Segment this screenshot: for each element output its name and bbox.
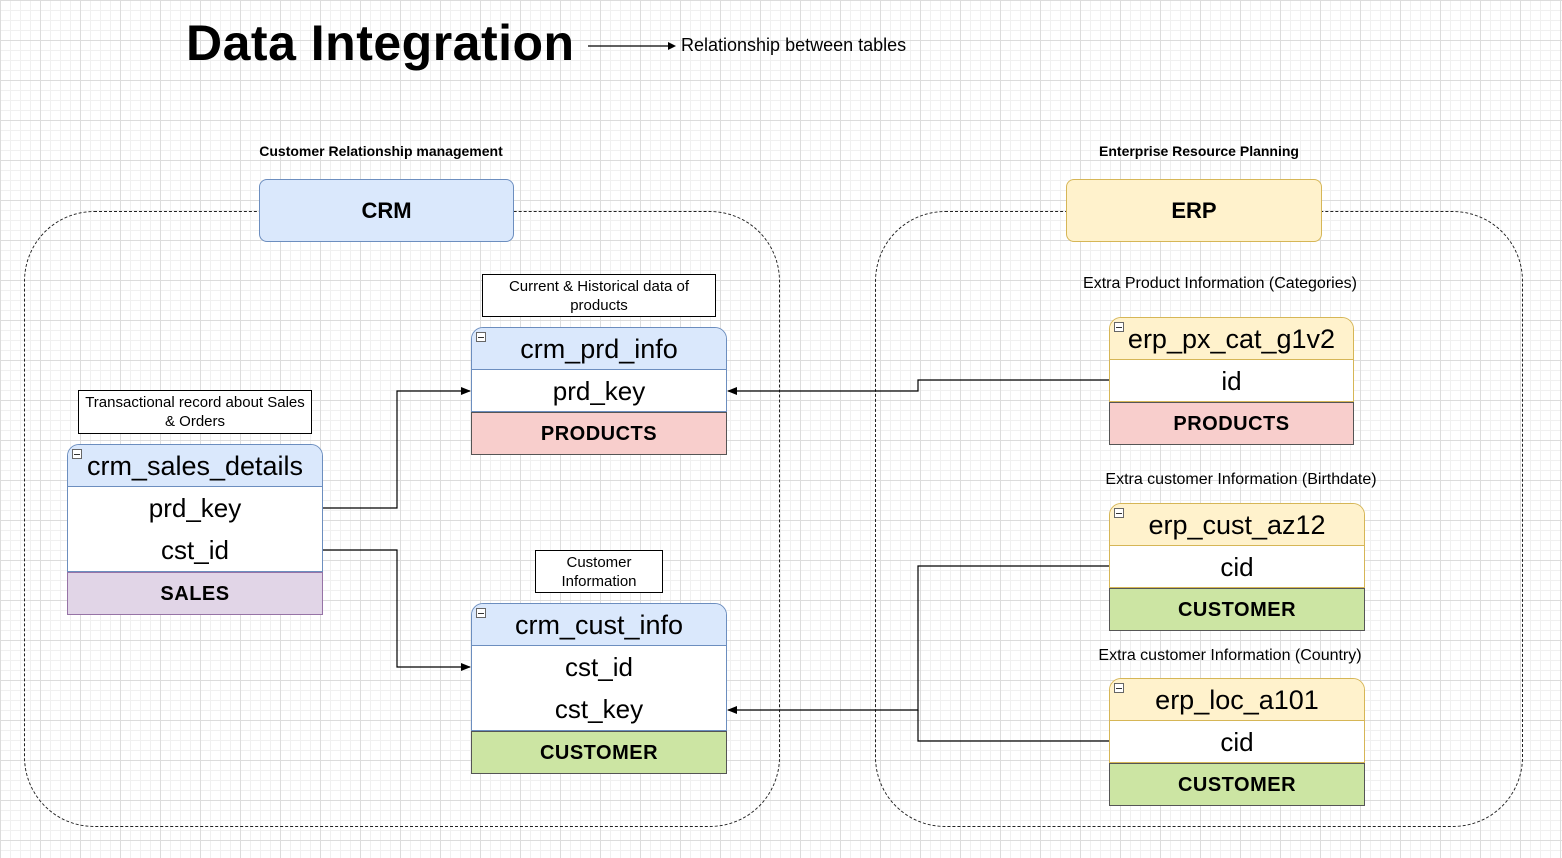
category-label: SALES — [67, 572, 323, 615]
table-name: crm_sales_details — [86, 451, 304, 481]
crm-system-box[interactable]: CRM — [259, 179, 514, 242]
link-custaz12-to-cust — [727, 565, 1109, 714]
table-crm-sales-details[interactable]: crm_sales_details prd_key cst_id SALES — [67, 444, 323, 615]
erp-subtitle: Enterprise Resource Planning — [1099, 143, 1299, 159]
column-row[interactable]: prd_key — [552, 376, 646, 406]
column-row[interactable]: id — [1221, 366, 1242, 396]
collapse-icon[interactable] — [1114, 322, 1124, 332]
category-label: CUSTOMER — [1109, 588, 1365, 631]
diagram-title: Data Integration — [186, 15, 575, 71]
table-header: crm_sales_details — [68, 445, 322, 487]
table-header: crm_prd_info — [472, 328, 726, 370]
note-crm-customer: Customer Information — [535, 550, 663, 593]
legend-arrow-icon — [588, 39, 676, 53]
table-name: erp_cust_az12 — [1148, 510, 1326, 540]
erp-system-box[interactable]: ERP — [1066, 179, 1322, 242]
column-row[interactable]: cst_id — [161, 535, 229, 565]
crm-subtitle: Customer Relationship management — [259, 143, 503, 159]
link-loc-to-cust — [917, 710, 1109, 742]
category-label: PRODUCTS — [471, 412, 727, 455]
note-erp-px-cat: Extra Product Information (Categories) — [1083, 275, 1357, 292]
column-row[interactable]: cid — [1220, 552, 1254, 582]
note-erp-loc-a101: Extra customer Information (Country) — [1098, 647, 1362, 664]
table-header: erp_loc_a101 — [1110, 679, 1364, 721]
legend-label: Relationship between tables — [681, 35, 907, 55]
collapse-icon[interactable] — [476, 332, 486, 342]
table-name: erp_loc_a101 — [1155, 685, 1319, 715]
collapse-icon[interactable] — [1114, 508, 1124, 518]
collapse-icon[interactable] — [476, 608, 486, 618]
table-crm-prd-info[interactable]: crm_prd_info prd_key PRODUCTS — [471, 327, 727, 455]
table-name: crm_prd_info — [520, 334, 678, 364]
column-row[interactable]: prd_key — [148, 493, 242, 523]
category-label: PRODUCTS — [1109, 402, 1354, 445]
collapse-icon[interactable] — [1114, 683, 1124, 693]
note-crm-products: Current & Historical data of products — [482, 274, 716, 317]
column-row[interactable]: cid — [1220, 727, 1254, 757]
category-label: CUSTOMER — [471, 731, 727, 774]
column-row[interactable]: cst_key — [554, 694, 644, 724]
collapse-icon[interactable] — [72, 449, 82, 459]
table-name: erp_px_cat_g1v2 — [1127, 324, 1336, 354]
link-pxcat-to-prd — [727, 379, 1109, 395]
column-row[interactable]: cst_id — [565, 652, 633, 682]
note-erp-cust-az12: Extra customer Information (Birthdate) — [1105, 471, 1377, 488]
link-sales-to-prd — [323, 387, 471, 509]
table-header: erp_cust_az12 — [1110, 504, 1364, 546]
table-header: crm_cust_info — [472, 604, 726, 646]
category-label: CUSTOMER — [1109, 763, 1365, 806]
table-name: crm_cust_info — [514, 610, 684, 640]
table-crm-cust-info[interactable]: crm_cust_info cst_id cst_key CUSTOMER — [471, 603, 727, 774]
table-erp-px-cat-g1v2[interactable]: erp_px_cat_g1v2 id PRODUCTS — [1109, 317, 1354, 445]
table-erp-cust-az12[interactable]: erp_cust_az12 cid CUSTOMER — [1109, 503, 1365, 631]
table-header: erp_px_cat_g1v2 — [1110, 318, 1353, 360]
link-sales-to-cust — [323, 549, 471, 671]
table-erp-loc-a101[interactable]: erp_loc_a101 cid CUSTOMER — [1109, 678, 1365, 806]
note-crm-sales: Transactional record about Sales & Order… — [78, 390, 312, 434]
